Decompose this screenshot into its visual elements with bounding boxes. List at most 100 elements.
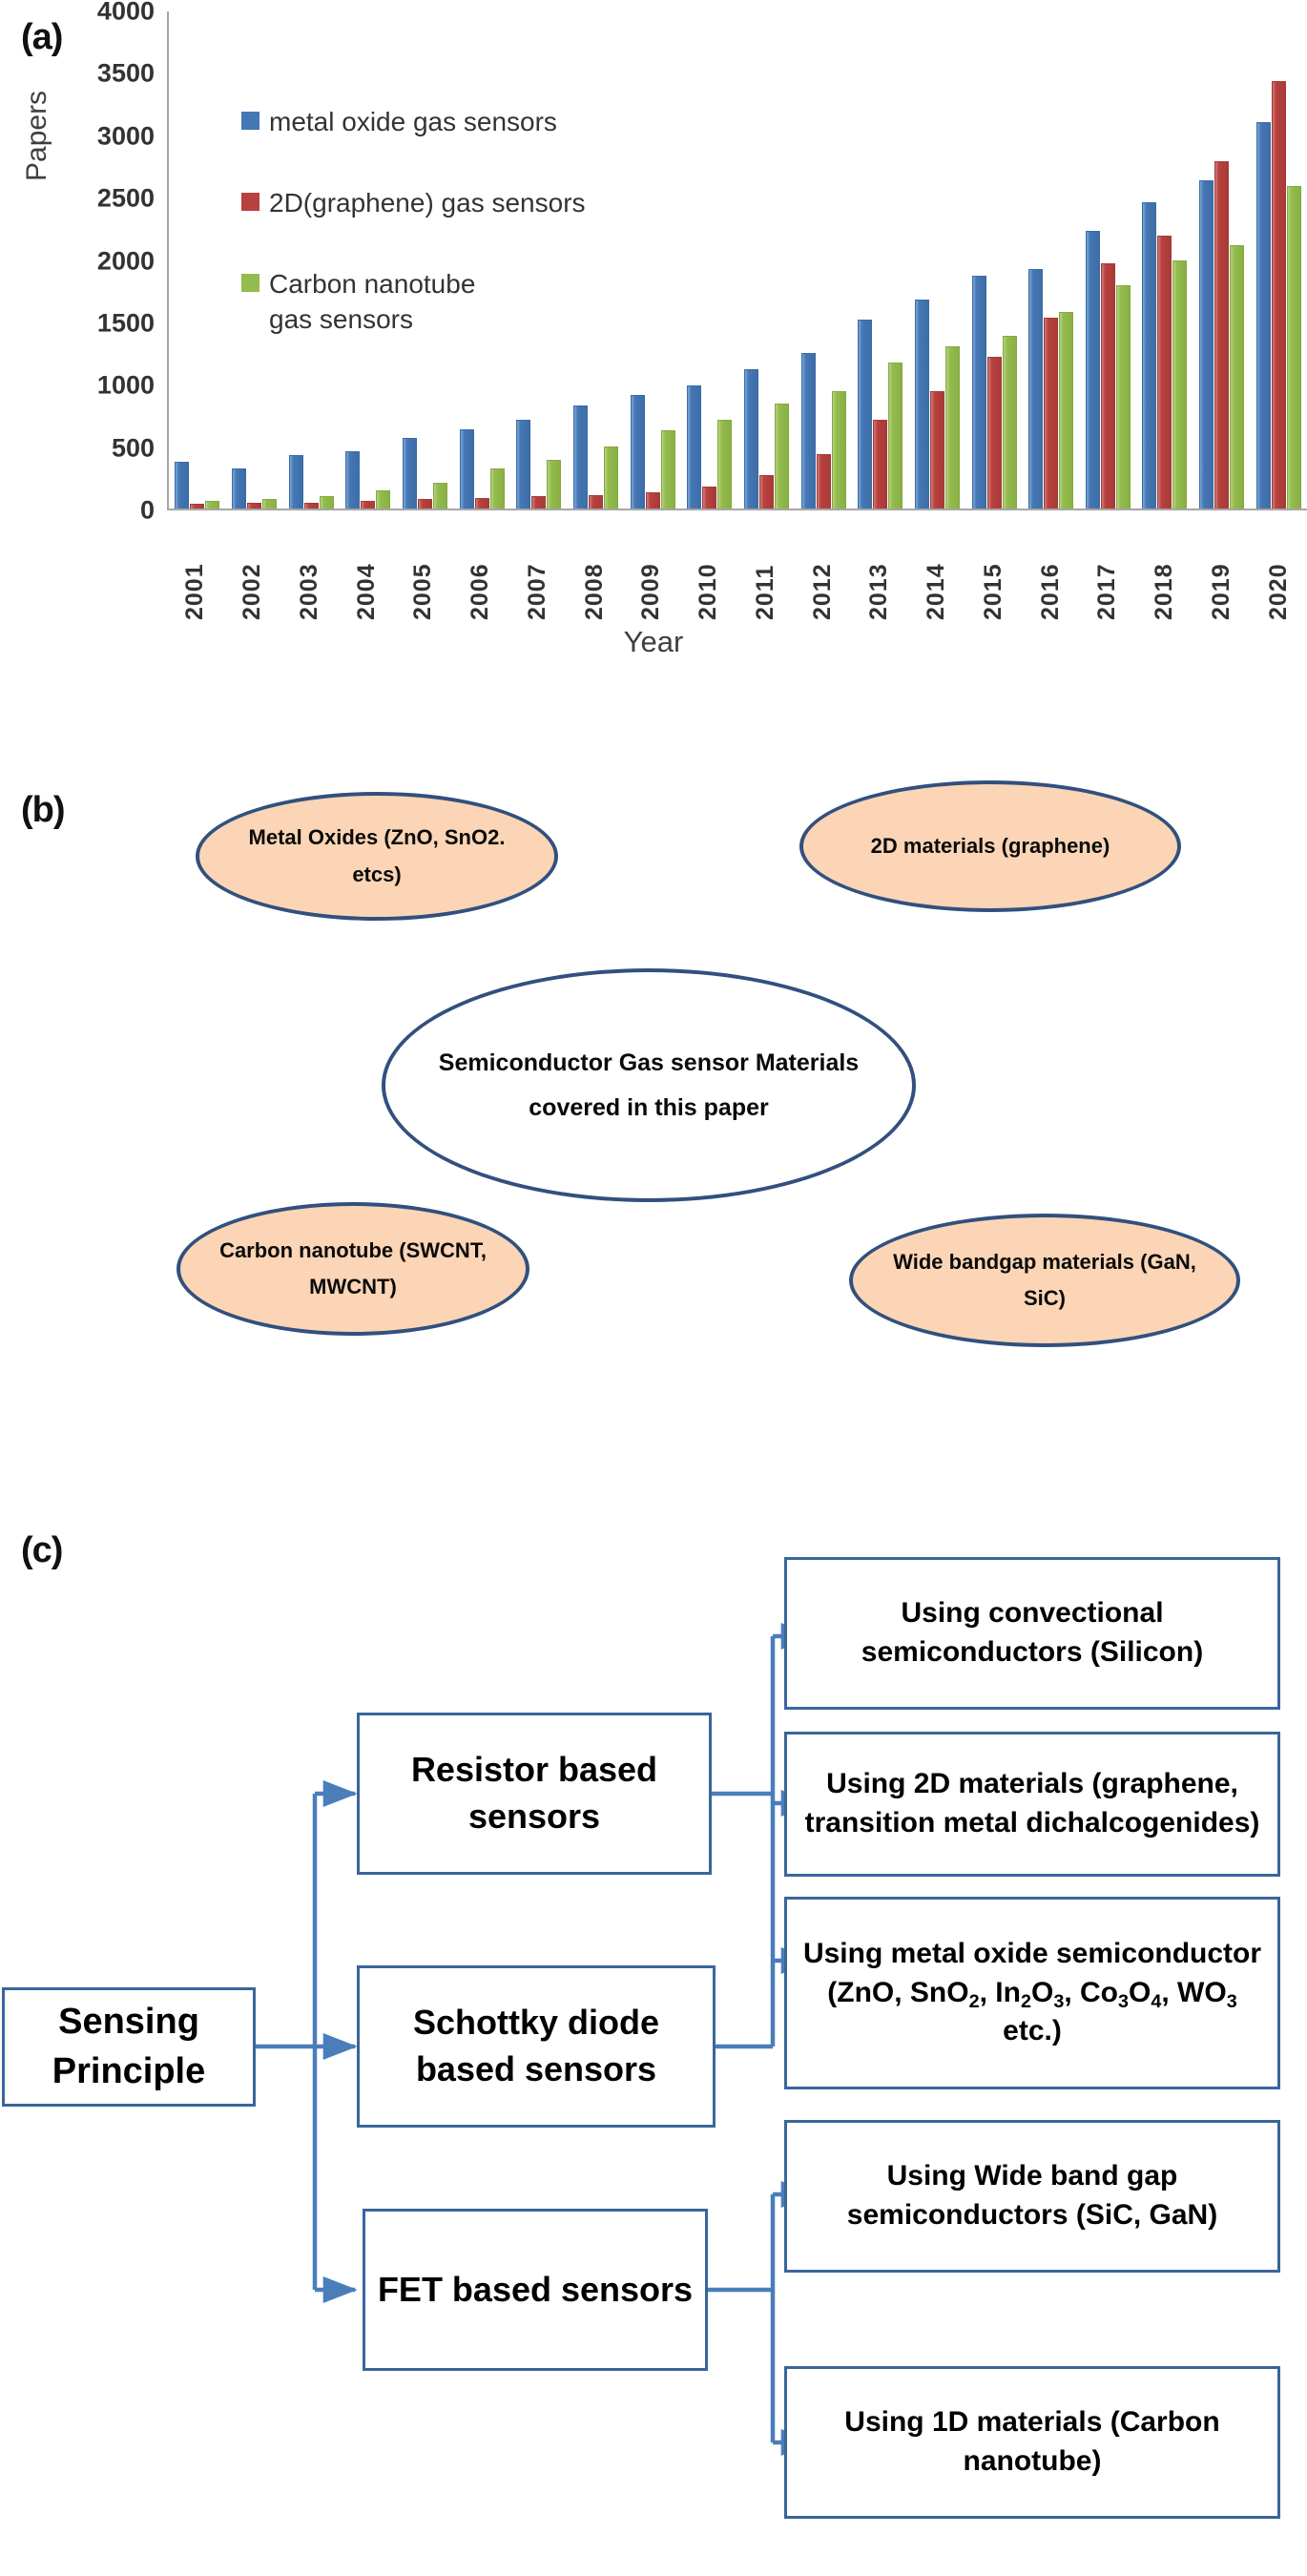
bar-2017-s1 <box>1085 230 1100 509</box>
x-axis-tick: 2015 <box>979 563 1006 620</box>
flow-leaf-wide-band-gap-semiconductors-label: Using Wide band gap semiconductors (SiC,… <box>846 2160 1218 2231</box>
bar-2009-s2 <box>645 492 660 509</box>
legend-item-label: metal oxide gas sensors <box>269 107 557 136</box>
bar-group <box>1193 11 1251 509</box>
x-axis-tick: 2001 <box>181 563 209 620</box>
legend-item-label: 2D(graphene) gas sensors <box>269 187 586 218</box>
legend-item: metal oxide gas sensors <box>241 105 776 140</box>
flow-node-root[interactable]: Sensing Principle <box>2 1987 256 2107</box>
bar-group <box>965 11 1023 509</box>
x-axis-tick: 2003 <box>295 563 322 620</box>
flow-node-fet-based-sensors-label: FET based sensors <box>377 2269 694 2309</box>
y-axis-tick: 0 <box>139 495 155 525</box>
bar-2014-s1 <box>914 299 929 509</box>
x-axis-tick: 2002 <box>239 563 266 620</box>
y-axis-tick: 2500 <box>96 183 155 213</box>
chart-legend: metal oxide gas sensors 2D(graphene) gas … <box>241 105 776 384</box>
x-axis-tick: 2004 <box>352 563 380 620</box>
bars-layer <box>169 11 1307 509</box>
bar-2016-s3 <box>1059 311 1074 509</box>
flow-leaf-metal-oxide-semiconductor[interactable]: Using metal oxide semiconductor (ZnO, Sn… <box>784 1897 1280 2089</box>
flow-node-schottky-diode-based-sensors[interactable]: Schottky diode based sensors <box>357 1965 716 2128</box>
bar-group <box>453 11 510 509</box>
flow-leaf-wide-band-gap-semiconductors[interactable]: Using Wide band gap semiconductors (SiC,… <box>784 2120 1280 2273</box>
flow-node-resistor-based-sensors-label: Resistor based sensors <box>410 1750 658 1836</box>
bar-2006-s1 <box>459 428 474 509</box>
bar-2016-s2 <box>1044 318 1059 509</box>
ellipse-2d-materials-label: 2D materials (graphene) <box>870 833 1110 858</box>
bar-group <box>568 11 625 509</box>
bar-2003-s1 <box>288 455 303 509</box>
bar-group <box>1080 11 1137 509</box>
bar-group <box>681 11 738 509</box>
x-axis-tick: 2009 <box>637 563 665 620</box>
bar-group <box>1023 11 1080 509</box>
ellipse-center-topic[interactable]: Semiconductor Gas sensor Materials cover… <box>382 968 916 1202</box>
bar-2020-s1 <box>1255 121 1271 509</box>
y-axis-tick: 2000 <box>96 246 155 275</box>
ellipse-metal-oxides[interactable]: Metal Oxides (ZnO, SnO2. etcs) <box>196 792 558 921</box>
bar-2012-s1 <box>800 352 816 509</box>
ellipse-wide-bandgap[interactable]: Wide bandgap materials (GaN, SiC) <box>849 1214 1240 1347</box>
flow-leaf-2d-materials[interactable]: Using 2D materials (graphene, transition… <box>784 1732 1280 1877</box>
bar-group <box>738 11 796 509</box>
bar-group <box>340 11 397 509</box>
bar-2004-s3 <box>376 489 391 509</box>
ellipse-carbon-nanotube[interactable]: Carbon nanotube (SWCNT, MWCNT) <box>176 1202 529 1336</box>
legend-item: Carbon nanotube gas sensors <box>241 267 776 338</box>
bar-group <box>169 11 226 509</box>
x-axis-tick: 2014 <box>923 563 950 620</box>
flow-leaf-conventional-semiconductors[interactable]: Using convectional semiconductors (Silic… <box>784 1557 1280 1710</box>
bar-group <box>397 11 454 509</box>
flow-node-fet-based-sensors[interactable]: FET based sensors <box>363 2209 708 2371</box>
legend-swatch-icon <box>241 273 259 292</box>
ellipse-2d-materials[interactable]: 2D materials (graphene) <box>799 780 1181 912</box>
x-axis-tick: 2006 <box>467 563 494 620</box>
bar-2007-s2 <box>531 496 547 509</box>
y-axis-tick: 4000 <box>96 0 155 26</box>
flow-leaf-1d-materials[interactable]: Using 1D materials (Carbon nanotube) <box>784 2366 1280 2519</box>
x-axis-tick: 2011 <box>751 564 778 620</box>
bar-group <box>510 11 568 509</box>
legend-item: 2D(graphene) gas sensors <box>241 186 776 221</box>
panel-a-label: (a) <box>21 17 63 57</box>
ellipse-metal-oxides-label: Metal Oxides (ZnO, SnO2. etcs) <box>248 825 506 886</box>
panel-b-label: (b) <box>21 790 66 830</box>
bar-2013-s3 <box>888 363 903 509</box>
x-axis-tick: 2020 <box>1264 563 1292 620</box>
bar-2006-s2 <box>474 498 489 509</box>
x-axis-tick: 2007 <box>523 563 550 620</box>
bar-2010-s3 <box>717 420 733 509</box>
bar-2020-s2 <box>1271 80 1286 509</box>
bar-2019-s3 <box>1230 245 1245 509</box>
flow-node-resistor-based-sensors[interactable]: Resistor based sensors <box>357 1713 712 1875</box>
bar-2007-s3 <box>547 460 562 509</box>
bar-2005-s2 <box>417 498 432 509</box>
bar-2003-s3 <box>319 495 334 509</box>
panel-c-flowchart: (c) Sensing P <box>0 1527 1307 2576</box>
flow-leaf-2d-materials-label: Using 2D materials (graphene, transition… <box>804 1768 1260 1839</box>
ellipse-center-topic-label: Semiconductor Gas sensor Materials cover… <box>438 1049 860 1121</box>
bar-2019-s1 <box>1199 180 1214 509</box>
flow-leaf-1d-materials-label: Using 1D materials (Carbon nanotube) <box>844 2406 1220 2477</box>
bar-2011-s3 <box>774 404 789 509</box>
x-axis-tick: 2016 <box>1036 563 1064 620</box>
bar-2019-s2 <box>1214 160 1230 509</box>
bar-2017-s2 <box>1100 262 1115 509</box>
bar-2003-s2 <box>303 502 319 509</box>
bar-2011-s2 <box>758 475 774 509</box>
chart-plot-area <box>167 11 1307 510</box>
flow-node-schottky-diode-based-sensors-label: Schottky diode based sensors <box>412 2003 660 2088</box>
ellipse-wide-bandgap-label: Wide bandgap materials (GaN, SiC) <box>893 1249 1196 1311</box>
x-axis-label: Year <box>623 625 684 658</box>
bar-2005-s3 <box>432 482 447 509</box>
y-axis-tick: 1000 <box>96 370 155 400</box>
y-axis-tick: 1500 <box>96 308 155 338</box>
bar-group <box>226 11 283 509</box>
bar-2014-s2 <box>929 391 944 509</box>
flow-leaf-metal-oxide-semiconductor-label: Using metal oxide semiconductor (ZnO, Sn… <box>802 1937 1262 2047</box>
bar-2004-s1 <box>345 451 361 509</box>
x-axis-tick: 2013 <box>865 563 893 620</box>
